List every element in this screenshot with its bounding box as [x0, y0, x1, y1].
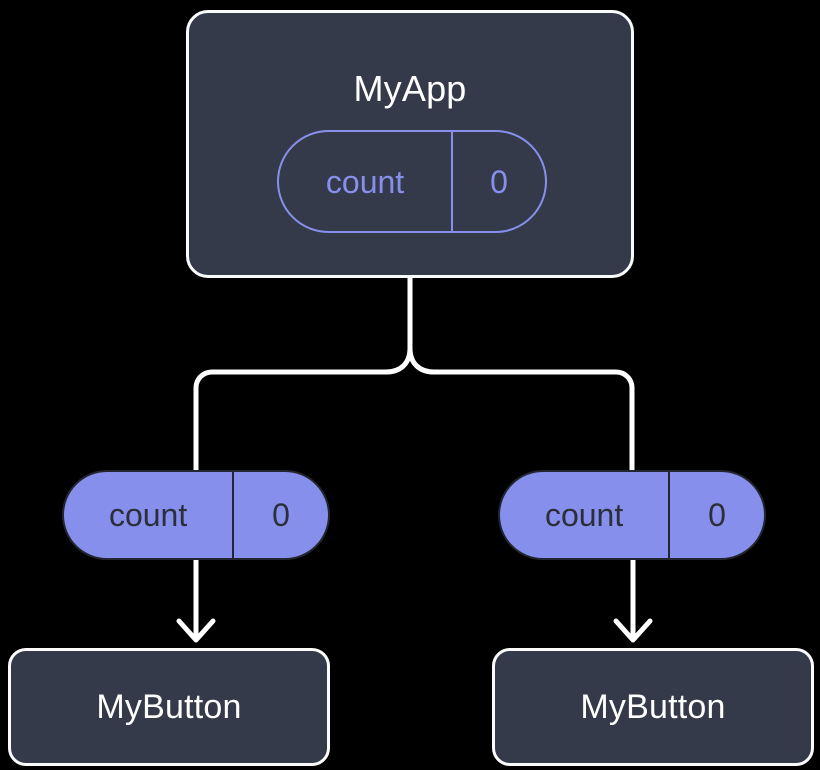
- state-value-label: 0: [668, 472, 764, 558]
- state-key-label: count: [325, 163, 405, 200]
- component-node-mybutton-right[interactable]: MyButton: [492, 648, 814, 766]
- state-capsule-right[interactable]: count 0: [498, 470, 766, 560]
- state-value-label: 0: [232, 472, 328, 558]
- component-title: MyButton: [96, 688, 242, 726]
- arrow-right-capsule-to-mybutton: [613, 560, 653, 643]
- state-capsule-left[interactable]: count 0: [62, 470, 330, 560]
- state-capsule-root[interactable]: count 0: [277, 130, 547, 233]
- state-key-label: count: [108, 497, 188, 533]
- state-value-label: 0: [451, 132, 545, 231]
- root-split-connector: [193, 275, 635, 473]
- component-title: MyApp: [353, 68, 467, 109]
- arrow-left-capsule-to-mybutton: [176, 560, 216, 643]
- component-title: MyButton: [580, 688, 726, 726]
- component-node-mybutton-left[interactable]: MyButton: [8, 648, 330, 766]
- state-key-label: count: [544, 497, 624, 533]
